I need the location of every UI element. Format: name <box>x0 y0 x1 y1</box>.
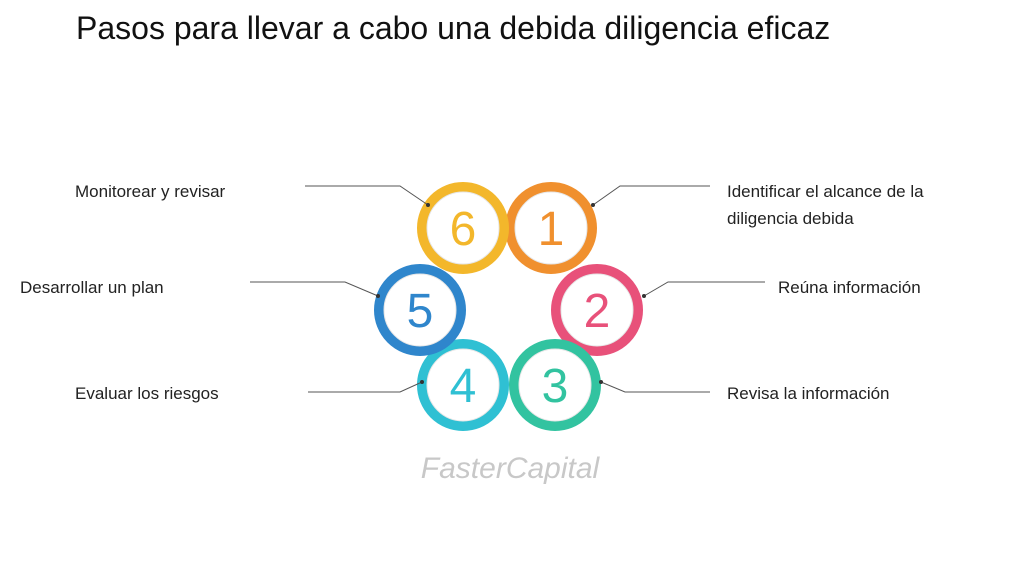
step-2-connector <box>643 281 765 297</box>
page-title: Pasos para llevar a cabo una debida dili… <box>76 10 831 46</box>
step-1-circle <box>514 191 588 265</box>
step-3-connector-dot <box>599 380 603 384</box>
step-4-ring <box>417 339 509 431</box>
step-1-connector-dot <box>591 203 595 207</box>
step-3-label: Revisa la información <box>727 384 890 403</box>
step-1-label: Identificar el alcance de la diligencia … <box>727 182 924 228</box>
step-1-number: 1 <box>538 203 565 256</box>
step-5-circle <box>383 273 457 347</box>
step-1-ring <box>505 182 597 274</box>
step-5-connector <box>250 281 379 297</box>
step-6-connector <box>305 185 429 206</box>
step-4-connector-dot <box>420 380 424 384</box>
step-6-number: 6 <box>450 203 477 256</box>
step-6-label: Monitorear y revisar <box>75 182 226 201</box>
step-5-connector-dot <box>376 294 380 298</box>
step-4-number: 4 <box>450 360 477 413</box>
step-1-connector <box>592 185 710 206</box>
step-2-label: Reúna información <box>778 278 921 297</box>
step-4-connector <box>308 381 423 393</box>
step-5-label: Desarrollar un plan <box>20 278 164 297</box>
step-2-circle <box>560 273 634 347</box>
watermark-text: FasterCapital <box>421 452 601 485</box>
step-3-circle <box>518 348 592 422</box>
step-3-connector <box>600 381 710 393</box>
step-2-connector-dot <box>642 294 646 298</box>
step-5-ring <box>374 264 466 356</box>
step-6-connector-dot <box>426 203 430 207</box>
step-2-number: 2 <box>584 285 611 338</box>
step-5-number: 5 <box>407 285 434 338</box>
step-4-label: Evaluar los riesgos <box>75 384 219 403</box>
step-2-ring <box>551 264 643 356</box>
step-6-circle <box>426 191 500 265</box>
step-4-circle <box>426 348 500 422</box>
step-3-ring <box>509 339 601 431</box>
step-6-ring <box>417 182 509 274</box>
step-3-number: 3 <box>542 360 569 413</box>
